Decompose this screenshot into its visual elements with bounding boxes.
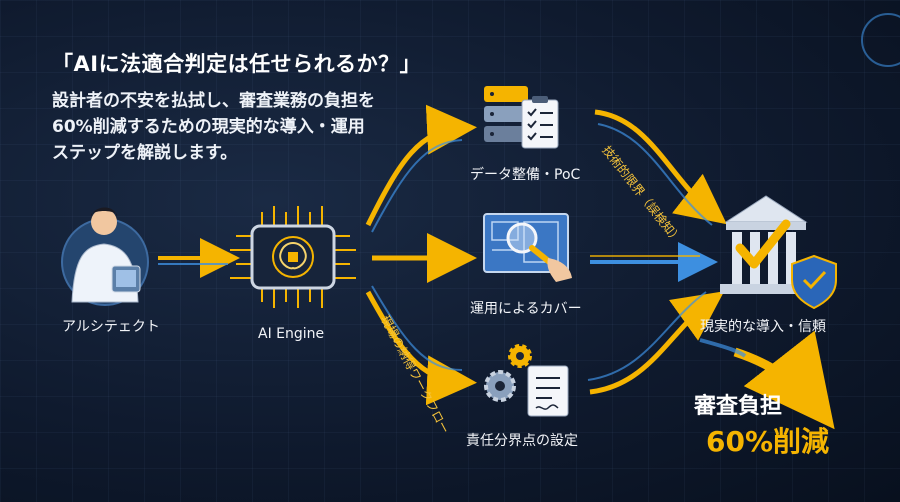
node-label-architect: アルシテェクト <box>62 319 160 335</box>
result-reduction: 60%削減 <box>706 425 830 458</box>
subtitle-line-1: 設計者の不安を払拭し、審査業務の負担を <box>52 91 375 111</box>
corner-glow <box>861 13 900 67</box>
result-burden: 審査負担 <box>694 394 783 419</box>
arrow-burden-down <box>733 330 835 430</box>
headline: 「AIに法適合判定は任せられるか？」 <box>52 52 422 76</box>
node-label-data-poc: データ整備・PoC <box>470 167 581 183</box>
node-label-ai-engine: AI Engine <box>258 326 325 342</box>
arrow-ai-to-data <box>365 104 477 227</box>
subtitle-line-3: ステップを解説します。 <box>52 143 238 163</box>
subtitle-line-2: 60%削減するための現実的な導入・運用 <box>52 117 365 137</box>
arrow-responsibility-to-trust <box>589 291 725 395</box>
node-label-operation: 運用によるカバー <box>470 301 582 317</box>
node-label-responsibility: 責任分界点の設定 <box>466 433 578 449</box>
arrow-ai-to-responsibility <box>365 290 477 406</box>
arrow-data-to-trust <box>594 109 727 225</box>
node-label-trust: 現実的な導入・信頼 <box>700 319 826 335</box>
